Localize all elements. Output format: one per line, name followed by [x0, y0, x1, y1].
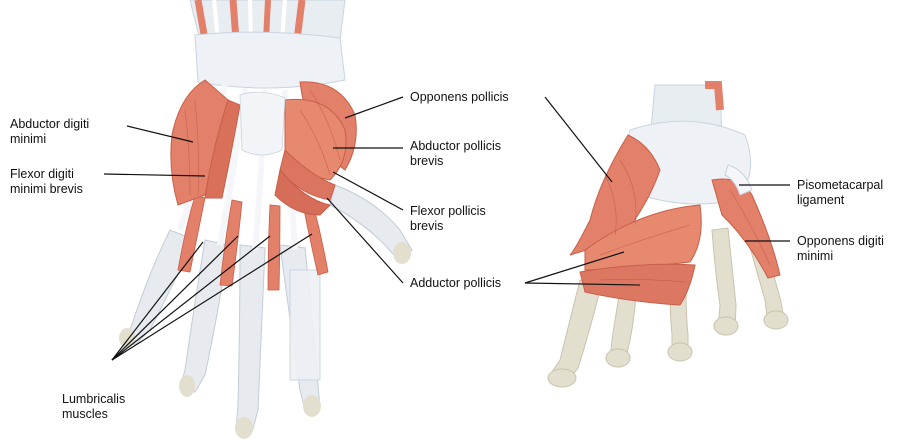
fingers — [119, 185, 412, 439]
label-opponens-digiti-minimi: Opponens digiti minimi — [797, 234, 887, 263]
label-opponens-pollicis: Opponens pollicis — [410, 90, 509, 104]
left-hand-illustration — [119, 0, 412, 439]
label-lumbricalis-muscles: Lumbricalis muscles — [62, 392, 129, 421]
leader-opponens-pollicis-right — [545, 97, 612, 182]
label-flexor-digiti-minimi-brevis: Flexor digiti minimi brevis — [10, 167, 83, 196]
label-flexor-pollicis-brevis: Flexor pollicis brevis — [410, 204, 489, 233]
label-abductor-digiti-minimi: Abductor digiti minimi — [10, 117, 93, 146]
label-pisometacarpal-ligament: Pisometacarpal ligament — [797, 178, 887, 207]
label-abductor-pollicis-brevis: Abductor pollicis brevis — [410, 139, 505, 168]
flexor-retinaculum — [195, 32, 345, 88]
leader-opponens-pollicis-left — [345, 97, 403, 118]
palmar-center — [240, 92, 285, 155]
right-hand-illustration — [548, 85, 788, 387]
label-adductor-pollicis: Adductor pollicis — [410, 276, 501, 290]
